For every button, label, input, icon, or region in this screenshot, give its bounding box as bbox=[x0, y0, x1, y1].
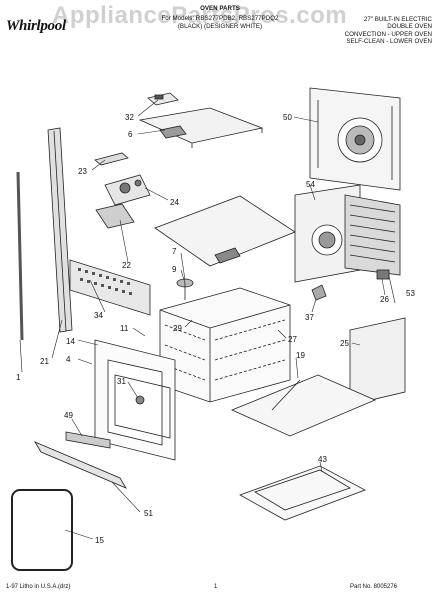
callout-7: 7 bbox=[172, 247, 177, 256]
callout-19: 19 bbox=[296, 351, 305, 360]
callout-25: 25 bbox=[340, 339, 349, 348]
callout-31: 31 bbox=[117, 377, 126, 386]
callout-23: 23 bbox=[78, 167, 87, 176]
callout-27: 27 bbox=[288, 335, 297, 344]
part-32-module bbox=[147, 92, 179, 106]
part-25-side-panel bbox=[349, 317, 406, 406]
callout-15: 15 bbox=[95, 536, 104, 545]
part-22-plate bbox=[95, 203, 135, 229]
callout-49: 49 bbox=[64, 411, 73, 420]
part-26-clip bbox=[376, 269, 390, 280]
section-title: OVEN PARTS bbox=[200, 5, 240, 12]
callout-22: 22 bbox=[122, 261, 131, 270]
callout-43: 43 bbox=[318, 455, 327, 464]
oven-cavity bbox=[159, 287, 291, 403]
callout-4: 4 bbox=[66, 355, 71, 364]
part-37-bracket bbox=[311, 284, 327, 301]
part-34-control-panel bbox=[69, 259, 151, 316]
part-24-latch-assembly bbox=[104, 174, 151, 206]
callout-26: 26 bbox=[380, 295, 389, 304]
litho-note: 1-97 Litho in U.S.A.(drz) bbox=[6, 584, 71, 590]
part-14-front-frame bbox=[94, 339, 176, 461]
part-number: Part No. 8005276 bbox=[350, 584, 398, 590]
callout-24: 24 bbox=[170, 198, 179, 207]
callout-54: 54 bbox=[306, 180, 315, 189]
part-1-rod bbox=[16, 171, 24, 341]
part-21-side-trim bbox=[47, 127, 73, 333]
callout-51: 51 bbox=[144, 509, 153, 518]
part-49-strip bbox=[65, 431, 111, 449]
part-43-bottom-pan bbox=[239, 465, 366, 521]
callout-21: 21 bbox=[40, 357, 49, 366]
watermark: AppliancePartsPros.com bbox=[52, 2, 348, 29]
part-51-trim bbox=[34, 441, 127, 489]
leader-lines bbox=[19, 99, 396, 540]
callout-32: 32 bbox=[125, 113, 134, 122]
brand-logo: Whirlpool bbox=[6, 18, 66, 34]
callout-14: 14 bbox=[66, 337, 75, 346]
page-number: 1 bbox=[214, 584, 218, 590]
callout-11: 11 bbox=[120, 324, 129, 333]
product-line: DOUBLE OVEN bbox=[387, 23, 432, 31]
product-description: 27" BUILT-IN ELECTRIC DOUBLE OVEN CONVEC… bbox=[300, 16, 432, 46]
callout-50: 50 bbox=[283, 113, 292, 122]
part-6-top-panel bbox=[138, 107, 264, 148]
callout-53: 53 bbox=[406, 289, 415, 298]
models-line: For Models: RBS277PDB2, RBS277PDQ2 bbox=[161, 15, 279, 22]
product-line: 27" BUILT-IN ELECTRIC bbox=[363, 16, 432, 23]
colors-line: (BLACK) (DESIGNER WHITE) bbox=[177, 23, 263, 30]
callout-37: 37 bbox=[305, 313, 314, 322]
part-15-gasket bbox=[11, 489, 73, 571]
part-19-shelf bbox=[230, 374, 377, 437]
part-23-bracket bbox=[94, 152, 129, 166]
callout-1: 1 bbox=[16, 373, 21, 382]
callout-labels: 32 6 50 23 24 54 22 7 9 26 53 37 34 11 2… bbox=[16, 113, 415, 545]
part-54-convection-housing bbox=[294, 184, 401, 283]
callout-9: 9 bbox=[172, 265, 177, 274]
callout-34: 34 bbox=[94, 311, 103, 320]
part-50-rear-panel bbox=[309, 87, 401, 191]
callout-6: 6 bbox=[128, 130, 133, 139]
callout-29: 29 bbox=[173, 324, 182, 333]
product-line: SELF-CLEAN - LOWER OVEN bbox=[346, 38, 432, 46]
product-line: CONVECTION - UPPER OVEN bbox=[344, 30, 432, 38]
